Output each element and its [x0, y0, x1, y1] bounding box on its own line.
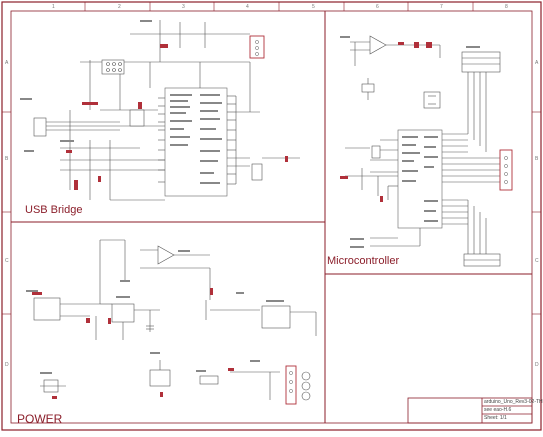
col-marker: 6: [376, 4, 379, 10]
usb-bridge-tiny-labels: [20, 20, 222, 184]
title-block-name: arduino_Uno_Rev3-02-TH: [484, 399, 543, 405]
mcu-reset-switch: [423, 91, 441, 109]
power-parts: [32, 288, 234, 399]
section-label-power: POWER: [17, 412, 63, 426]
mounting-hole: [301, 391, 311, 401]
microcontroller-right-connector: [499, 149, 513, 191]
usb-connector: [33, 117, 47, 137]
sheet-border-inner: [10, 10, 533, 424]
mounting-hole: [301, 371, 311, 381]
section-label-microcontroller: Microcontroller: [327, 255, 400, 267]
title-block-sub: see eao-H.6: [484, 407, 512, 413]
voltage-regulator: [111, 303, 135, 323]
title-block: [407, 397, 533, 424]
power-circuit: [33, 239, 317, 400]
microcontroller-parts: [340, 42, 432, 202]
row-marker: A: [5, 60, 9, 66]
row-marker: C: [535, 258, 539, 264]
usb-bridge-ic: [164, 87, 228, 197]
col-marker: 7: [440, 4, 443, 10]
title-block-sheet: Sheet: 1/1: [484, 415, 507, 421]
usb-bridge-top-connector: [249, 35, 265, 59]
icsp-header: [101, 59, 125, 75]
row-marker: D: [535, 362, 539, 368]
col-marker: 3: [182, 4, 185, 10]
row-marker: B: [535, 156, 539, 162]
col-marker: 1: [52, 4, 55, 10]
row-marker: D: [5, 362, 9, 368]
section-label-usb-bridge: USB Bridge: [25, 204, 83, 216]
usb-bridge-header: [251, 163, 263, 181]
microcontroller-circuit: [345, 35, 501, 267]
mounting-hole: [301, 381, 311, 391]
row-marker: C: [5, 258, 9, 264]
col-marker: 5: [312, 4, 315, 10]
mcu-top-header: [461, 51, 501, 73]
crystal: [129, 109, 145, 127]
row-marker: B: [5, 156, 9, 162]
section-dividers: [11, 11, 532, 423]
usb-bridge-parts: [66, 44, 288, 190]
power-tiny-labels: [26, 250, 284, 374]
grid-ticks: [2, 2, 541, 315]
opamp-symbol: [369, 35, 387, 55]
3v3-regulator: [261, 305, 291, 329]
power-jack: [33, 297, 61, 321]
col-marker: 2: [118, 4, 121, 10]
microcontroller-tiny-labels: [340, 36, 480, 248]
mcu-crystal: [371, 145, 381, 159]
row-marker: A: [535, 60, 539, 66]
col-marker: 8: [505, 4, 508, 10]
power-comparator: [157, 245, 175, 265]
col-marker: 4: [246, 4, 249, 10]
power-header: [285, 365, 311, 405]
grid-markers: 1 2 3 4 5 6 7 8 A B C D A B C D: [5, 4, 539, 368]
